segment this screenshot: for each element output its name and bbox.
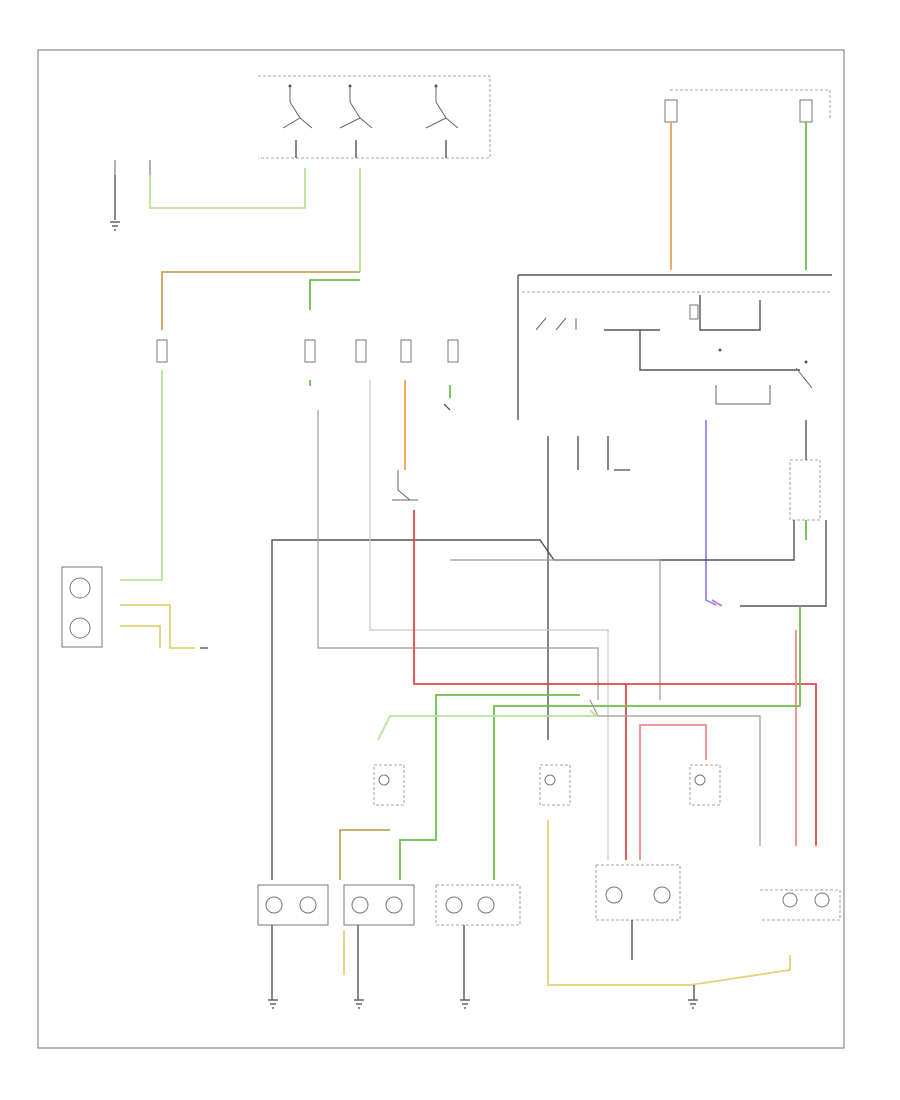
left-rear-lamp-assembly bbox=[257, 884, 329, 926]
wire-lgreen-panel bbox=[149, 168, 306, 209]
wire-lgreen-lower bbox=[377, 709, 599, 741]
wire-gray-mid bbox=[450, 559, 661, 700]
brake-light-switch bbox=[392, 470, 418, 501]
relay-right bbox=[689, 764, 721, 806]
wire-tan-left bbox=[161, 271, 360, 330]
fuse-left bbox=[664, 99, 678, 123]
wire-green-lower bbox=[493, 606, 801, 880]
instrument-light-switch bbox=[110, 160, 151, 231]
wire-tan-lower bbox=[339, 829, 390, 880]
ground-symbols bbox=[200, 403, 698, 1009]
wire-blue bbox=[705, 420, 717, 606]
diagram-frame bbox=[37, 49, 845, 1049]
right-rear-lamp-assembly bbox=[595, 864, 681, 921]
center-fuses bbox=[156, 339, 459, 363]
license-lamp bbox=[61, 566, 103, 648]
far-right-lamp-assembly bbox=[760, 889, 841, 921]
control-unit bbox=[740, 420, 827, 607]
wire-red bbox=[413, 510, 817, 846]
fuse-block bbox=[664, 89, 831, 123]
high-mount-brake-lamp bbox=[435, 884, 521, 926]
brake-light-module bbox=[535, 295, 813, 405]
wire-yellow-lower bbox=[547, 820, 690, 986]
relay-center bbox=[539, 764, 571, 806]
wire-green-mid bbox=[309, 279, 360, 310]
relay-left bbox=[373, 764, 405, 806]
center-rear-lamp-assembly bbox=[343, 884, 415, 926]
wire-yellow-license bbox=[120, 604, 195, 649]
fuse-right bbox=[799, 99, 813, 123]
headlight-switch-assembly bbox=[258, 75, 491, 159]
wire-lgreen-license bbox=[120, 370, 163, 581]
wire-gray-loop bbox=[271, 520, 795, 880]
